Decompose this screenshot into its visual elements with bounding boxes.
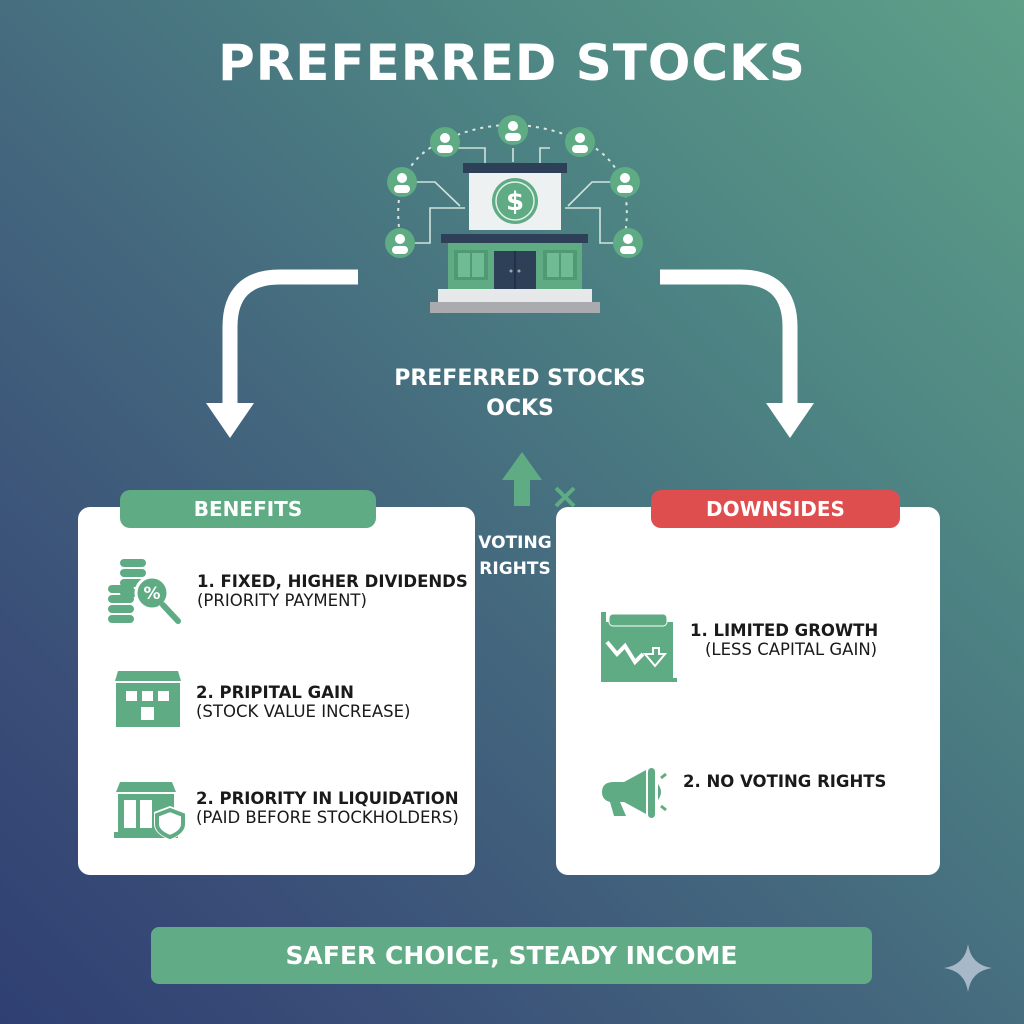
sparkle-icon <box>944 944 992 992</box>
footer-summary-bar: SAFER CHOICE, STEADY INCOME <box>151 927 872 984</box>
center-subtitle: PREFERRED STOCKS OCKS <box>350 364 690 424</box>
page-title: PREFERRED STOCKS <box>218 34 806 92</box>
building-icon <box>115 671 181 727</box>
subtitle-line-1: PREFERRED STOCKS <box>394 366 646 391</box>
benefit-2-title: 2. PRIPITAL GAIN <box>196 683 354 702</box>
megaphone-icon <box>602 768 667 818</box>
benefit-3-title: 2. PRIORITY IN LIQUIDATION <box>196 789 459 808</box>
downside-item-2: 2. NO VOTING RIGHTS <box>683 772 886 791</box>
arrow-to-downsides-icon <box>660 269 814 438</box>
coins-percent-icon: % <box>108 559 181 624</box>
investor-icons <box>385 115 643 258</box>
benefit-2-subtitle: (STOCK VALUE INCREASE) <box>196 702 411 721</box>
downside-2-title: 2. NO VOTING RIGHTS <box>683 772 887 791</box>
benefit-1-title: 1. FIXED, HIGHER DIVIDENDS <box>197 572 468 591</box>
declining-chart-icon <box>601 612 677 682</box>
benefit-3-subtitle: (PAID BEFORE STOCKHOLDERS) <box>196 808 459 827</box>
benefit-item-3: 2. PRIORITY IN LIQUIDATION (PAID BEFORE … <box>196 789 459 827</box>
bank-shield-icon <box>114 782 186 840</box>
benefit-item-1: 1. FIXED, HIGHER DIVIDENDS (PRIORITY PAY… <box>197 572 468 610</box>
svg-text:$: $ <box>506 187 524 217</box>
downside-1-title: 1. LIMITED GROWTH <box>690 621 879 640</box>
svg-text:%: % <box>143 584 160 604</box>
up-arrow-icon <box>502 452 542 506</box>
downside-1-subtitle: (LESS CAPITAL GAIN) <box>705 640 878 659</box>
x-mark-icon <box>554 486 576 508</box>
subtitle-line-2: OCKS <box>486 396 554 421</box>
benefits-label: BENEFITS <box>120 490 376 528</box>
voting-line-1: VOTING <box>478 533 552 553</box>
arrow-to-benefits-icon <box>206 269 358 438</box>
voting-rights-label: VOTING RIGHTS <box>470 530 560 582</box>
downsides-label: DOWNSIDES <box>651 490 900 528</box>
bank-investors-illustration: $ <box>385 115 643 313</box>
downside-item-1: 1. LIMITED GROWTH (LESS CAPITAL GAIN) <box>690 621 878 659</box>
benefit-item-2: 2. PRIPITAL GAIN (STOCK VALUE INCREASE) <box>196 683 410 721</box>
benefit-1-subtitle: (PRIORITY PAYMENT) <box>197 591 367 610</box>
voting-line-2: RIGHTS <box>479 559 551 579</box>
